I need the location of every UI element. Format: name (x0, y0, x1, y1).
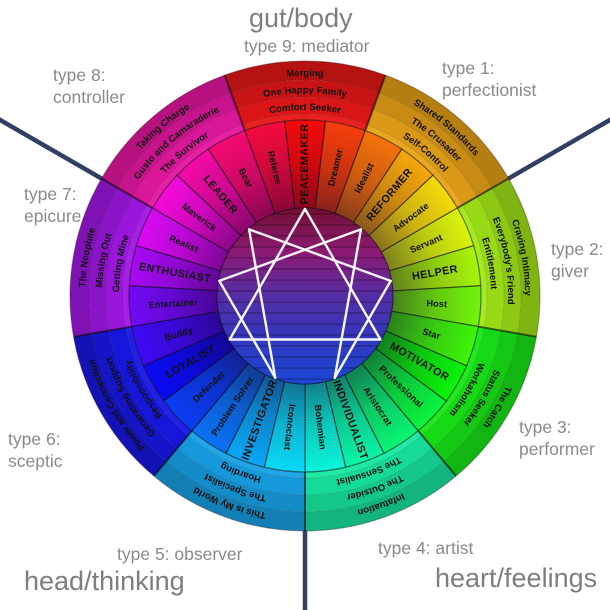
ring-band-type-5 (166, 448, 305, 512)
type-label-8-line1: type 8: (53, 65, 106, 85)
ring-band-type-9 (236, 97, 374, 125)
type-label-2-line2: giver (551, 261, 589, 281)
type-label-1: type 1:perfectionist (442, 57, 536, 101)
role-label: PEACEMAKER (299, 124, 311, 205)
ring-band-type-9 (224, 60, 386, 94)
wing-label: Entertainer (148, 297, 198, 310)
triad-divider-line (499, 117, 610, 185)
star-line (333, 279, 392, 379)
triad-divider-line (0, 117, 111, 185)
star-line (228, 207, 307, 341)
ring-band-type-9 (242, 114, 368, 131)
ring-type-boundary (73, 325, 132, 338)
star-line (218, 279, 277, 379)
ring-band-type-4 (305, 435, 433, 495)
ring-band-type-4 (305, 448, 444, 512)
center-circle (216, 207, 394, 385)
ring-band-type-2 (477, 188, 521, 334)
type-label-7: type 7:epicure (24, 183, 81, 227)
type-label-9: type 9: mediator (244, 36, 370, 56)
type-label-3-line1: type 3: (519, 417, 572, 437)
ring-type-boundary (478, 325, 537, 338)
type-label-1-line2: perfectionist (442, 80, 537, 100)
ring-band-type-7 (105, 196, 148, 331)
star-line (303, 207, 382, 341)
ring-arc-text: One Happy Family (262, 85, 348, 100)
type-label-7-line2: epicure (24, 206, 82, 226)
type-label-5: type 5: observer (117, 544, 243, 564)
triad-label-head: head/thinking (24, 566, 185, 596)
wheel-outer-edge (69, 60, 541, 532)
type-label-6-line1: type 6: (8, 429, 61, 449)
ring-band-type-5 (153, 461, 305, 531)
ring-arc-text: Merging (286, 68, 324, 80)
ring-band-type-2 (462, 196, 504, 331)
type-label-8: type 8:controller (53, 64, 125, 108)
wing-label: Host (426, 298, 447, 309)
type-label-6-line2: sceptic (8, 451, 63, 471)
type-label-4: type 4: artist (378, 538, 474, 558)
triad-label-gut: gut/body (249, 3, 353, 33)
type-label-7-line1: type 7: (24, 184, 77, 204)
type-label-8-line2: controller (53, 87, 125, 107)
enneagram-star (218, 207, 392, 379)
star-line (247, 228, 277, 379)
ring-band-type-5 (177, 435, 305, 495)
ring-band-type-4 (305, 461, 457, 531)
star-line (333, 228, 363, 379)
star-line (247, 228, 392, 283)
triad-divider-lines (0, 117, 610, 610)
type-label-2: type 2:giver (551, 238, 604, 282)
type-label-3: type 3:performer (519, 416, 595, 460)
triad-label-heart: heart/feelings (435, 563, 598, 593)
ring-band-type-4 (305, 430, 422, 479)
type-label-2-line1: type 2: (551, 239, 604, 259)
ring-band-type-7 (70, 178, 118, 337)
type-label-6: type 6:sceptic (8, 428, 62, 472)
ring-band-type-2 (492, 178, 540, 337)
ring-band-type-5 (188, 430, 305, 478)
ring-band-type-7 (88, 188, 133, 334)
ring-band-type-9 (231, 80, 379, 110)
type-label-1-line1: type 1: (442, 58, 495, 78)
star-line (218, 228, 363, 283)
type-label-3-line2: performer (519, 439, 595, 459)
ring-arc-text: Comfort Seeker (268, 102, 342, 116)
